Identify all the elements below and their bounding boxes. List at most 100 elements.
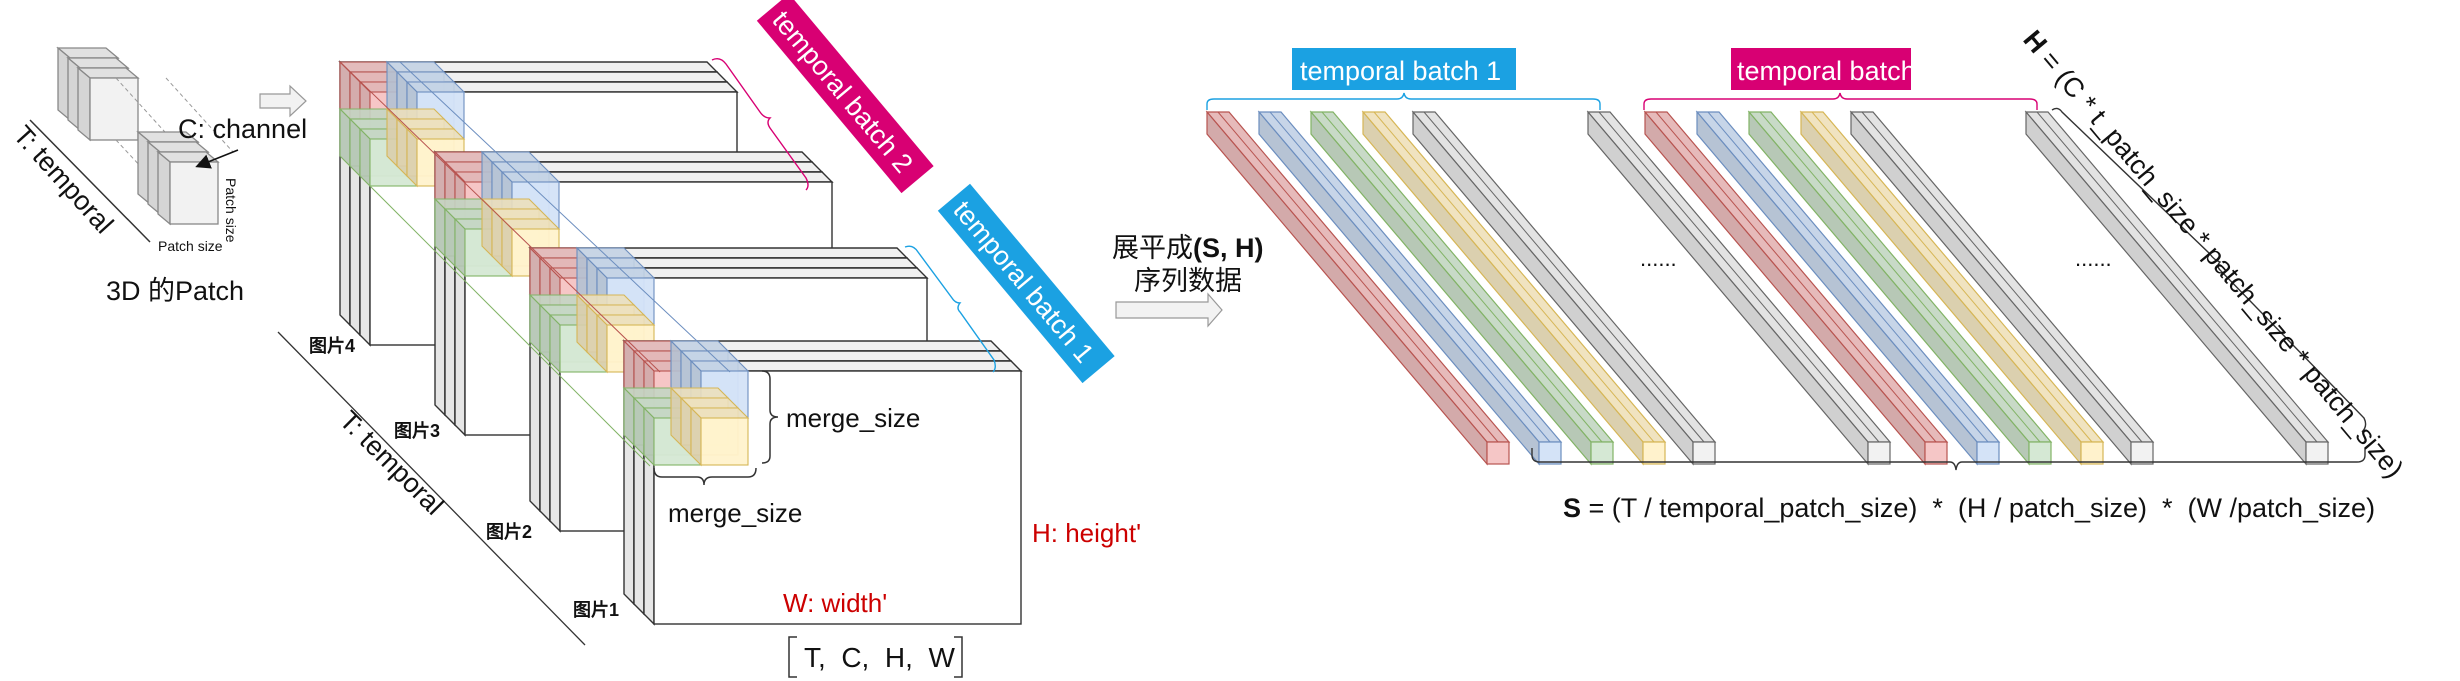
seq-token-batch2-5 (1849, 110, 2155, 466)
seq-ellipsis-2: ...... (2075, 246, 2112, 271)
s-formula-expression: = (T / temporal_patch_size) * (H / patch… (1581, 493, 2375, 523)
frame-label-2: 图片2 (486, 521, 532, 542)
seq-token-batch1-5 (1411, 110, 1717, 466)
seq-batch1-label: temporal batch 1 (1300, 56, 1501, 86)
s-formula-symbol: S (1563, 493, 1581, 523)
seq-token-batch2-6-ridge (2036, 111, 2318, 443)
merge-cell-side (396, 117, 408, 178)
seq-token-batch1-5-ridge (1423, 111, 1705, 443)
seq-token-batch2-6-end (2305, 441, 2329, 465)
seq-token-batch1-3 (1309, 110, 1615, 466)
merge-cell-side (586, 303, 598, 364)
merge-cell-side (539, 303, 551, 364)
transform-line1-prefix: 展平成 (1112, 233, 1193, 263)
seq-token-batch1-2 (1257, 110, 1563, 466)
patch-back-slice-side (77, 66, 91, 142)
seq-batch1-badge (1292, 48, 1516, 90)
patch-channel-label: C: channel (178, 114, 307, 144)
seq-token-batch2-1 (1643, 110, 1949, 466)
seq-batch2-badge (1731, 48, 1911, 90)
seq-token-batch1-4-end (1642, 441, 1666, 465)
merge-cell-side (529, 293, 541, 354)
patch-size-h-label: Patch size (158, 238, 223, 254)
transform-arrow-icon (1115, 292, 1223, 328)
seq-token-batch2-5-end (2130, 441, 2154, 465)
seq-batch2-brace (1643, 92, 2038, 110)
seq-token-batch2-1-end (1924, 441, 1948, 465)
merge-cell-side (623, 386, 635, 447)
seq-token-batch1-6 (1586, 110, 1892, 466)
merge-size-h-label: merge_size (786, 403, 920, 433)
patch-3d-group: T: temporal C: channel Patch size Patch … (8, 46, 307, 306)
merge-cell-side (359, 127, 371, 188)
seq-token-batch1-4 (1361, 110, 1667, 466)
seq-token-batch2-4 (1799, 110, 2105, 466)
seq-token-batch1-1 (1205, 110, 1511, 466)
seq-token-batch2-2 (1695, 110, 2001, 466)
seq-token-batch2-2-ridge (1707, 111, 1989, 443)
merge-cell-side (576, 293, 588, 354)
patch-temporal-axis (29, 119, 151, 243)
height-label: H: height' (1032, 518, 1141, 548)
frames-batch2-brace (711, 57, 809, 191)
frames-group (338, 60, 1023, 626)
merge-cell-side (349, 117, 361, 178)
patch-back-slice (76, 66, 140, 142)
transform-line2: 序列数据 (1134, 266, 1242, 296)
seq-token-batch2-5-ridge (1861, 111, 2143, 443)
seq-token-batch1-3-end (1590, 441, 1614, 465)
merge-cell-side (643, 406, 655, 467)
patch-front-slice-front (169, 161, 219, 225)
merge-cell-side (690, 406, 702, 467)
patch-back-slice-front (89, 77, 139, 141)
merge-cell-side (339, 107, 351, 168)
merge-cell-side (444, 207, 456, 268)
patch-cube-front (136, 130, 220, 226)
seq-token-batch2-4-end (2080, 441, 2104, 465)
seq-token-batch1-5-end (1692, 441, 1716, 465)
seq-token-batch2-3 (1747, 110, 2053, 466)
seq-ellipsis-1: ...... (1640, 246, 1677, 271)
seq-token-batch1-2-ridge (1269, 111, 1551, 443)
frames-guide-blue (399, 61, 731, 373)
merge-cell-side (454, 217, 466, 278)
transform-line1: 展平成(S, H) (1112, 233, 1264, 263)
seq-token-batch1-1-end (1486, 441, 1510, 465)
seq-token-batch1-3-ridge (1321, 111, 1603, 443)
frame-1 (622, 339, 1023, 626)
merge-cell-side (434, 197, 446, 258)
patch-connector (165, 77, 234, 153)
channel-arrow (195, 149, 239, 169)
patch-title: 3D 的Patch (106, 276, 244, 306)
seq-batch1-brace (1206, 92, 1601, 110)
frames-batch1-brace (904, 245, 996, 373)
width-label: W: width' (783, 588, 887, 618)
merge-size-brace-vertical (761, 370, 779, 464)
merge-size-brace-horizontal (653, 467, 757, 486)
merge-cell-side (596, 313, 608, 374)
seq-h-brace (2051, 107, 2367, 433)
sequence-group (1205, 110, 2330, 466)
seq-token-batch1-4-ridge (1373, 111, 1655, 443)
transform-line1-bold: (S, H) (1193, 233, 1264, 263)
s-formula: S = (T / temporal_patch_size) * (H / pat… (1563, 493, 2375, 523)
merge-cell-side (406, 127, 418, 188)
frames-temporal-axis (277, 331, 586, 646)
merge-cell-side (633, 396, 645, 457)
frames-guide-green (369, 185, 651, 467)
block-arrow-icon (259, 84, 307, 118)
seq-token-batch2-3-end (2028, 441, 2052, 465)
merge-size-v-label: merge_size (668, 498, 802, 528)
frame-label-1: 图片1 (573, 599, 619, 620)
seq-token-batch1-6-end (1867, 441, 1891, 465)
seq-batch2-label: temporal batch 2 (1737, 56, 1938, 86)
seq-s-brace (1531, 448, 2366, 471)
patch-cube-back (56, 46, 234, 213)
merge-cell-side (670, 386, 682, 447)
patch-front-slice-side (157, 150, 171, 226)
patch-size-v-label: Patch size (223, 178, 239, 243)
merge-cell-side (680, 396, 692, 457)
seq-token-batch1-2-end (1538, 441, 1562, 465)
seq-token-batch2-4-ridge (1811, 111, 2093, 443)
